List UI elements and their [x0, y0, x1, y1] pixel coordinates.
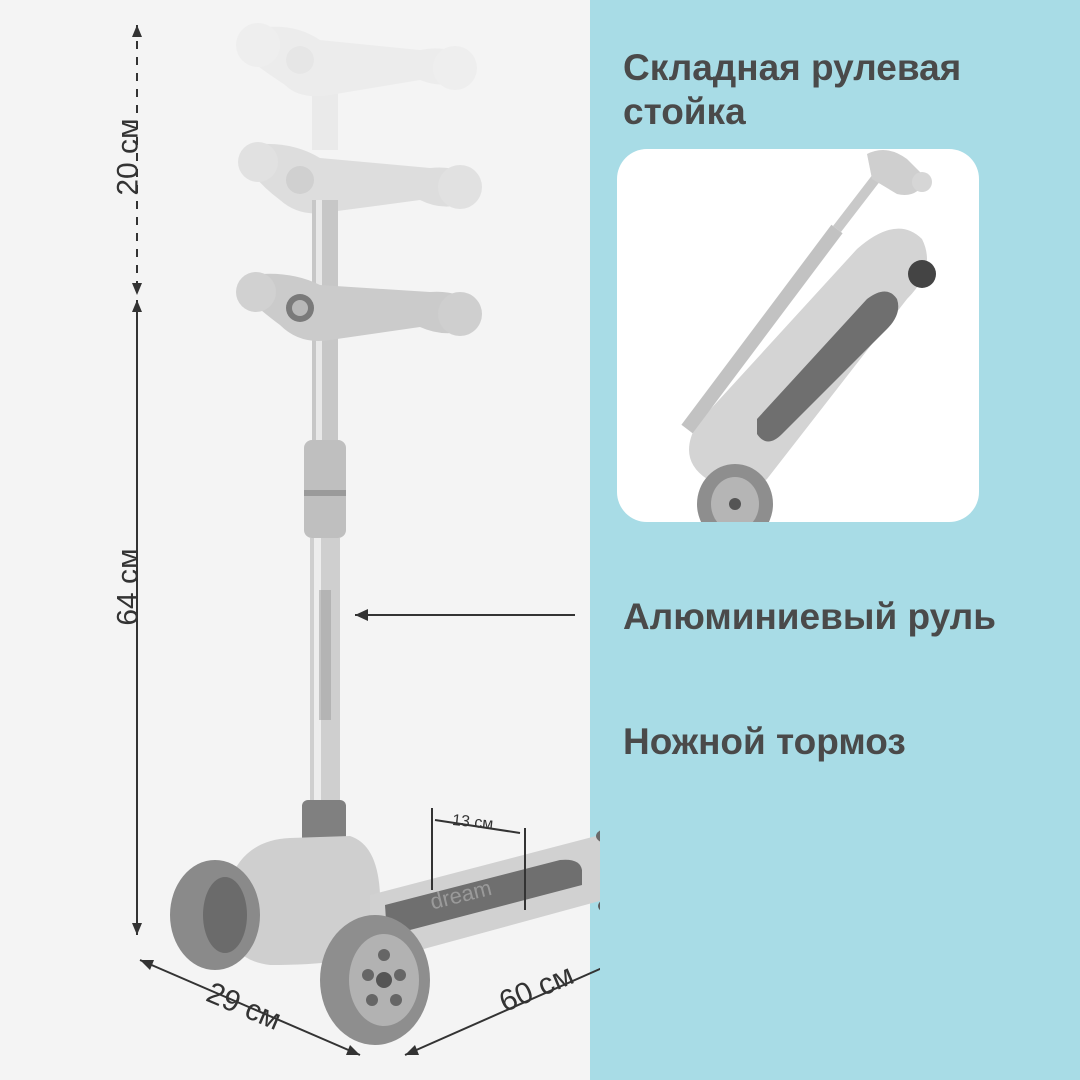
ghost-handlebar-top	[236, 23, 477, 150]
front-right-wheel	[320, 915, 430, 1045]
dimension-lines	[136, 25, 600, 1056]
folding-stem-heading: Складная рулевая стойка	[623, 47, 962, 132]
aluminum-handlebar-heading: Алюминиевый руль	[623, 596, 996, 637]
front-left-wheel	[170, 860, 260, 970]
foot-brake-heading: Ножной тормоз	[623, 721, 906, 762]
ghost-handlebar-middle	[238, 142, 482, 214]
scooter-illustration: dream	[132, 23, 600, 1056]
height-adjust-label: 20 см	[111, 118, 145, 196]
arrowheads	[132, 25, 419, 1055]
handlebar-height-label: 64 см	[111, 548, 145, 626]
handlebar-active	[236, 272, 482, 341]
folded-scooter-photo	[617, 149, 979, 522]
